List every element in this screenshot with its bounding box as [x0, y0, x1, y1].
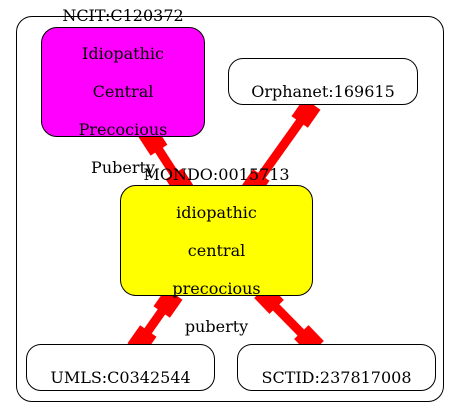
node-ncit-c120372: NCIT:C120372 Idiopathic Central Precocio…	[41, 6, 205, 177]
node-label-line: Puberty	[91, 158, 155, 177]
node-label-line: central	[187, 240, 246, 260]
node-label: Orphanet:169615	[251, 63, 395, 101]
node-label-line: MONDO:0015713	[143, 164, 290, 184]
node-label-line: Orphanet:169615	[251, 81, 395, 101]
node-label-line: SCTID:237817008	[261, 367, 412, 387]
node-label-line: precocious	[172, 278, 261, 298]
node-label-line: Idiopathic	[82, 44, 164, 63]
node-label-line: Central	[92, 82, 154, 101]
node-sctid-237817008: SCTID:237817008	[237, 344, 436, 391]
node-label-line: Precocious	[78, 120, 168, 139]
node-label: NCIT:C120372 Idiopathic Central Precocio…	[62, 0, 183, 177]
node-label: MONDO:0015713 idiopathic central precoci…	[143, 146, 289, 336]
node-label-line: NCIT:C120372	[62, 6, 184, 25]
node-label-line: UMLS:C0342544	[50, 367, 191, 387]
node-label-line: idiopathic	[176, 202, 257, 222]
node-label: SCTID:237817008	[261, 349, 411, 387]
node-mondo-0015713: MONDO:0015713 idiopathic central precoci…	[120, 165, 313, 336]
node-orphanet-169615: Orphanet:169615	[228, 58, 418, 105]
node-label-line: puberty	[184, 316, 249, 336]
node-umls-c0342544: UMLS:C0342544	[26, 344, 215, 391]
node-label: UMLS:C0342544	[50, 349, 190, 387]
